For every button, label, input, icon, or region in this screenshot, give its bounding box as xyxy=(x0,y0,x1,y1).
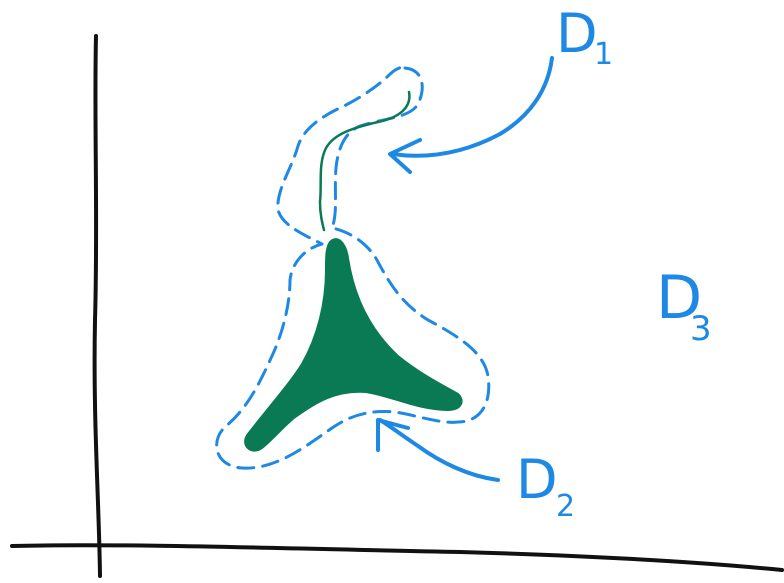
label-d1-subscript: 1 xyxy=(594,37,613,72)
label-d1: D 1 xyxy=(556,2,613,72)
arrow-d1-head xyxy=(388,138,422,174)
label-d3-letter: D xyxy=(656,263,702,333)
label-d2-letter: D xyxy=(516,448,558,511)
label-d3-subscript: 3 xyxy=(690,309,712,349)
x-axis xyxy=(10,543,784,572)
label-d2: D 2 xyxy=(516,448,575,524)
dashed-region-outline xyxy=(215,66,491,470)
label-d1-letter: D xyxy=(556,2,598,65)
arrow-d2-head xyxy=(376,418,410,452)
arrow-d2 xyxy=(378,418,500,482)
arrow-d1 xyxy=(390,56,554,158)
thin-curve xyxy=(318,90,411,232)
filled-triangle-shape xyxy=(244,238,463,452)
label-d2-subscript: 2 xyxy=(556,489,575,524)
label-d3: D 3 xyxy=(656,263,712,349)
y-axis xyxy=(92,34,102,578)
